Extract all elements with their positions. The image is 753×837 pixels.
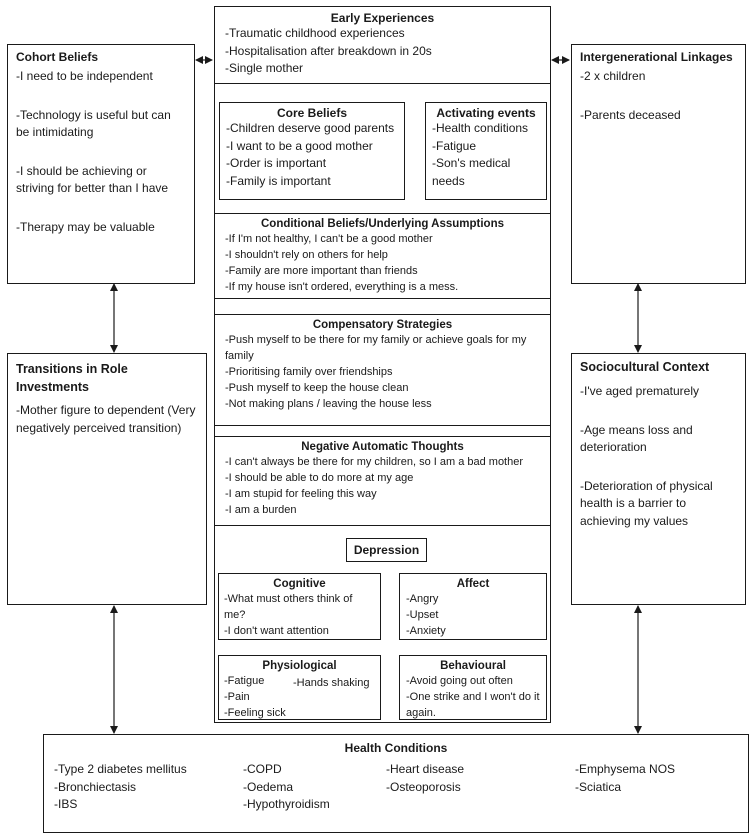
physiological-item: -Feeling sick bbox=[224, 707, 286, 719]
negative-thought-item: -I am a burden bbox=[225, 504, 297, 516]
cognitive-item: -What must others think of me? bbox=[224, 593, 353, 621]
health-condition-item: -Emphysema NOS bbox=[575, 762, 676, 776]
health-conditions-title: Health Conditions bbox=[344, 741, 448, 755]
early-experiences-box: Early Experiences -Traumatic childhood e… bbox=[214, 6, 551, 84]
physiological-extra-item: -Hands shaking bbox=[293, 677, 370, 689]
compensatory-strategy-item: -Push myself to be there for my family o… bbox=[225, 334, 527, 362]
core-belief-item: -Order is important bbox=[226, 156, 327, 170]
activating-event-item: -Son's medical needs bbox=[432, 156, 511, 188]
cohort-belief-item: -I should be achieving or striving for b… bbox=[16, 163, 169, 196]
cohort-belief-item: -Therapy may be valuable bbox=[16, 219, 155, 234]
activating-event-item: -Health conditions bbox=[432, 121, 529, 135]
health-condition-item: -Hypothyroidism bbox=[243, 797, 330, 811]
compensatory-strategies-box: Compensatory Strategies -Push myself to … bbox=[214, 314, 551, 426]
activating-event-item: -Fatigue bbox=[432, 138, 477, 153]
core-belief-item: -Children deserve good parents bbox=[226, 121, 395, 135]
health-condition-item: -Bronchiectasis bbox=[54, 779, 137, 794]
core-beliefs-box: Core Beliefs -Children deserve good pare… bbox=[219, 102, 405, 200]
conditional-beliefs-title: Conditional Beliefs/Underlying Assumptio… bbox=[260, 218, 504, 230]
compensatory-strategy-item: -Prioritising family over friendships bbox=[225, 366, 393, 378]
physiological-box: Physiological -Fatigue -Pain -Feeling si… bbox=[218, 655, 381, 720]
negative-thoughts-title: Negative Automatic Thoughts bbox=[301, 441, 464, 453]
physiological-item: -Pain bbox=[224, 691, 250, 703]
affect-item: -Anxiety bbox=[406, 625, 446, 637]
intergenerational-item: -2 x children bbox=[580, 69, 646, 83]
activating-events-title: Activating events bbox=[436, 106, 536, 120]
physiological-title: Physiological bbox=[262, 660, 337, 672]
cohort-belief-item: -I need to be independent bbox=[16, 69, 153, 83]
transitions-title: Transitions in Role Investments bbox=[16, 362, 128, 394]
core-belief-item: -I want to be a good mother bbox=[226, 138, 373, 153]
cognitive-item: -I don't want attention bbox=[224, 625, 329, 637]
behavioural-box: Behavioural -Avoid going out often -One … bbox=[399, 655, 547, 720]
sociocultural-item: -I've aged prematurely bbox=[580, 384, 700, 398]
cognitive-title: Cognitive bbox=[273, 578, 326, 590]
affect-item: -Angry bbox=[406, 593, 439, 605]
affect-title: Affect bbox=[456, 578, 490, 590]
health-condition-item: -Heart disease bbox=[386, 762, 465, 776]
intergenerational-item: -Parents deceased bbox=[580, 107, 681, 122]
health-conditions-column: -COPD -Oedema -Hypothyroidism bbox=[243, 761, 330, 814]
negative-thoughts-box: Negative Automatic Thoughts -I can't alw… bbox=[214, 436, 551, 526]
cognitive-box: Cognitive -What must others think of me?… bbox=[218, 573, 381, 640]
transitions-item: -Mother figure to dependent (Very negati… bbox=[16, 403, 196, 435]
cohort-beliefs-title: Cohort Beliefs bbox=[16, 50, 99, 64]
health-condition-item: -Type 2 diabetes mellitus bbox=[54, 762, 187, 776]
sociocultural-box: Sociocultural Context -I've aged prematu… bbox=[571, 353, 746, 605]
health-condition-item: -Oedema bbox=[243, 779, 294, 794]
health-conditions-box: Health Conditions -Type 2 diabetes melli… bbox=[43, 734, 749, 833]
core-belief-item: -Family is important bbox=[226, 173, 331, 188]
health-conditions-column: -Emphysema NOS -Sciatica bbox=[575, 761, 675, 796]
sociocultural-item: -Age means loss and deterioration bbox=[580, 422, 693, 455]
affect-item: -Upset bbox=[406, 609, 439, 621]
conditional-belief-item: -If my house isn't ordered, everything i… bbox=[225, 281, 459, 293]
health-conditions-column: -Type 2 diabetes mellitus -Bronchiectasi… bbox=[54, 761, 187, 814]
behavioural-title: Behavioural bbox=[440, 660, 506, 672]
compensatory-strategies-title: Compensatory Strategies bbox=[312, 319, 453, 331]
depression-label: Depression bbox=[353, 543, 420, 557]
depression-box: Depression bbox=[346, 538, 427, 562]
core-beliefs-title: Core Beliefs bbox=[276, 106, 348, 120]
conditional-belief-item: -I shouldn't rely on others for help bbox=[225, 249, 388, 261]
negative-thought-item: -I am stupid for feeling this way bbox=[225, 488, 377, 500]
health-condition-item: -Sciatica bbox=[575, 779, 622, 794]
early-experience-item: -Single mother bbox=[225, 61, 304, 75]
health-conditions-column: -Heart disease -Osteoporosis bbox=[386, 761, 464, 796]
conditional-belief-item: -If I'm not healthy, I can't be a good m… bbox=[225, 233, 433, 245]
physiological-item: -Fatigue bbox=[224, 675, 265, 687]
conditional-belief-item: -Family are more important than friends bbox=[225, 265, 418, 277]
negative-thought-item: -I can't always be there for my children… bbox=[225, 456, 524, 468]
conditional-beliefs-box: Conditional Beliefs/Underlying Assumptio… bbox=[214, 213, 551, 299]
cohort-belief-item: -Technology is useful but can be intimid… bbox=[16, 107, 171, 140]
negative-thought-item: -I should be able to do more at my age bbox=[225, 472, 414, 484]
early-experiences-title: Early Experiences bbox=[330, 11, 435, 25]
sociocultural-item: -Deterioration of physical health is a b… bbox=[580, 478, 713, 528]
compensatory-strategy-item: -Push myself to keep the house clean bbox=[225, 382, 409, 394]
early-experience-item: -Traumatic childhood experiences bbox=[225, 26, 405, 40]
health-condition-item: -Osteoporosis bbox=[386, 779, 461, 794]
behavioural-item: -Avoid going out often bbox=[406, 675, 513, 687]
intergenerational-title: Intergenerational Linkages bbox=[580, 50, 733, 64]
sociocultural-title: Sociocultural Context bbox=[580, 360, 710, 374]
behavioural-item: -One strike and I won't do it again. bbox=[406, 691, 540, 719]
intergenerational-box: Intergenerational Linkages -2 x children… bbox=[571, 44, 746, 284]
compensatory-strategy-item: -Not making plans / leaving the house le… bbox=[225, 398, 432, 410]
activating-events-box: Activating events -Health conditions -Fa… bbox=[425, 102, 547, 200]
transitions-box: Transitions in Role Investments -Mother … bbox=[7, 353, 207, 605]
cohort-beliefs-box: Cohort Beliefs -I need to be independent… bbox=[7, 44, 195, 284]
health-condition-item: -COPD bbox=[243, 762, 282, 776]
affect-box: Affect -Angry -Upset -Anxiety bbox=[399, 573, 547, 640]
health-condition-item: -IBS bbox=[54, 797, 78, 811]
early-experience-item: -Hospitalisation after breakdown in 20s bbox=[225, 43, 432, 58]
